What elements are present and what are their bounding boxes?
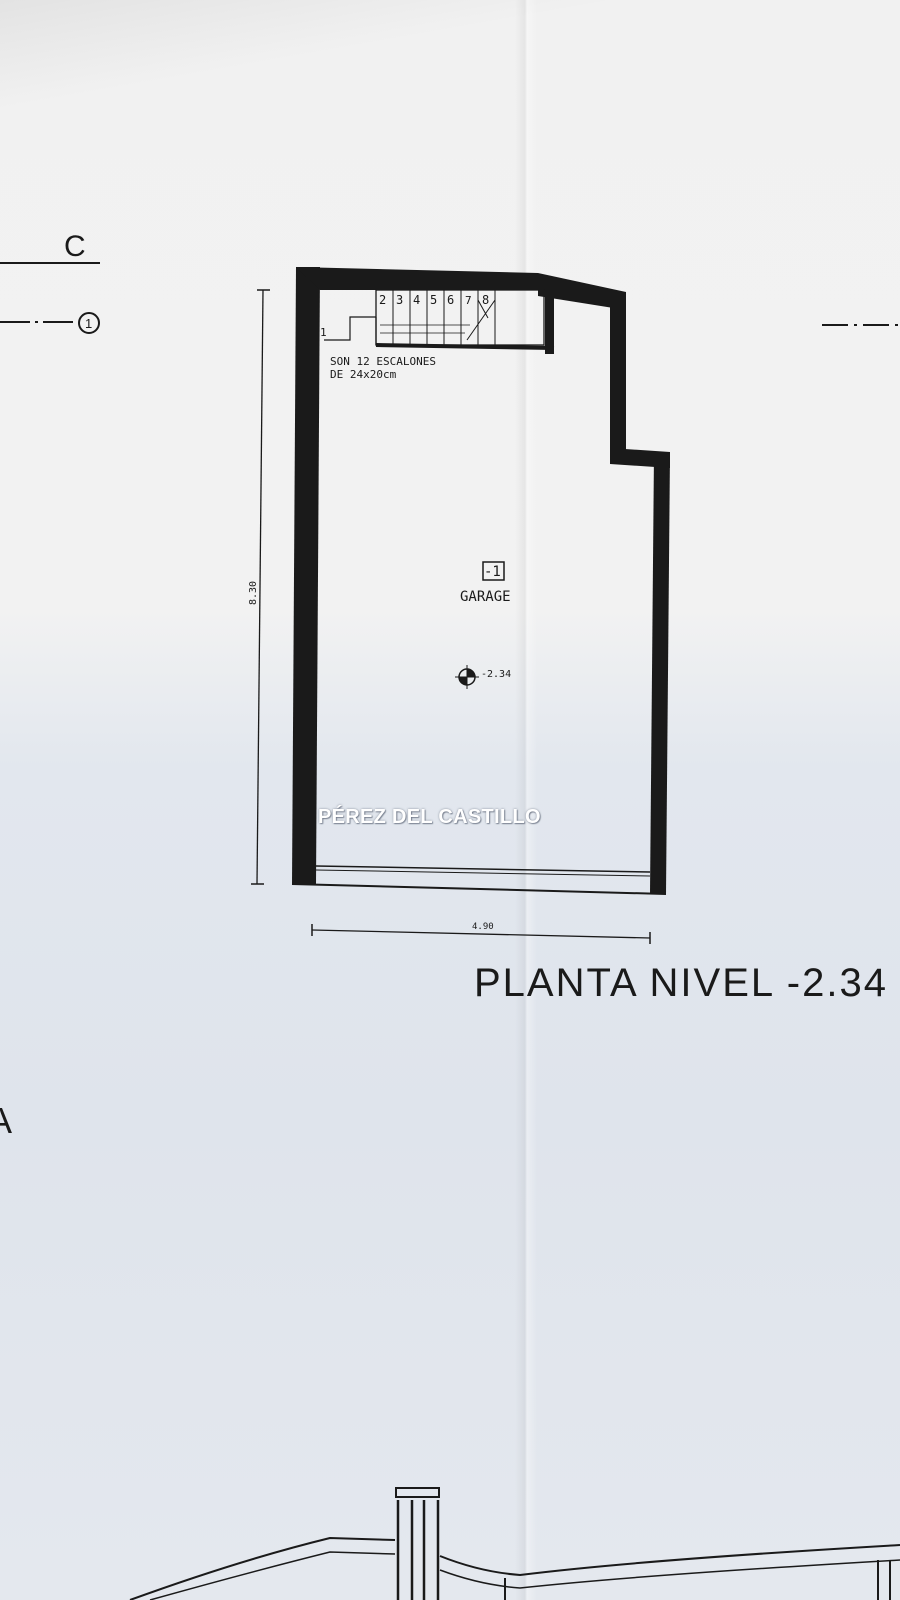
step-number: 4: [413, 293, 420, 307]
step-number: 8: [482, 293, 489, 307]
staircase: 1 2 3 4 5 6 7 8: [320, 289, 555, 350]
dimension-vertical: 8.30: [248, 289, 270, 885]
stair-note-line2: DE 24x20cm: [330, 368, 397, 381]
paper-fold-crease: [515, 0, 537, 1600]
step-number: 7: [465, 294, 472, 307]
step-number: 5: [430, 293, 437, 307]
garage-door-threshold: [291, 865, 667, 895]
step-number: 6: [447, 293, 454, 307]
dimension-horizontal: 4.90: [311, 922, 651, 944]
paper-fold-shadow: [0, 0, 900, 120]
level-target-icon: [455, 665, 479, 689]
walls: [292, 267, 670, 894]
dimension-horizontal-value: 4.90: [472, 922, 494, 932]
stair-note-line1: SON 12 ESCALONES: [330, 355, 436, 368]
step-number: 2: [379, 293, 386, 307]
section-letter: C: [64, 230, 86, 263]
left-edge-letter: A: [0, 1100, 12, 1141]
axis-marker-number: 1: [85, 316, 92, 331]
axis-circle-icon: 1: [78, 312, 100, 334]
level-mark: -2.34: [481, 669, 511, 680]
lower-plan-fragment: [129, 1487, 900, 1600]
step-number: 1: [320, 326, 327, 339]
room-code: -1: [484, 564, 501, 580]
dimension-vertical-value: 8.30: [248, 581, 259, 605]
plan-title: PLANTA NIVEL -2.34: [474, 961, 888, 1005]
room-name: GARAGE: [460, 589, 511, 605]
room-code-box: [482, 561, 505, 581]
watermark: PÉREZ DEL CASTILLO: [318, 806, 541, 828]
step-number: 3: [396, 293, 403, 307]
